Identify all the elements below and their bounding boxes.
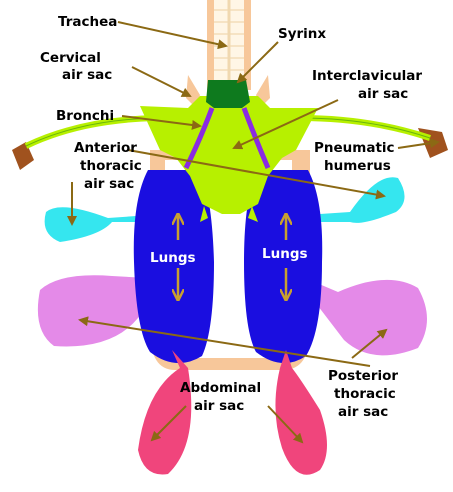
- label-trachea: Trachea: [58, 14, 117, 30]
- label-lungs-left: Lungs: [150, 250, 196, 266]
- label-bronchi: Bronchi: [56, 108, 114, 124]
- label-anterior-thoracic-air-sac: Anterior thoracic air sac: [74, 140, 146, 192]
- label-cervical-air-sac: Cervical air sac: [40, 50, 112, 83]
- syrinx: [206, 80, 250, 108]
- label-interclavicular-air-sac: Interclavicular air sac: [312, 68, 427, 102]
- label-abdominal-air-sac: Abdominal air sac: [180, 380, 266, 414]
- arrow-cervical: [132, 67, 190, 96]
- label-syrinx: Syrinx: [278, 26, 326, 42]
- label-pneumatic-humerus: Pneumatic humerus: [314, 140, 399, 174]
- label-lungs-right: Lungs: [262, 246, 308, 262]
- label-posterior-thoracic-air-sac: Posterior thoracic air sac: [328, 368, 403, 420]
